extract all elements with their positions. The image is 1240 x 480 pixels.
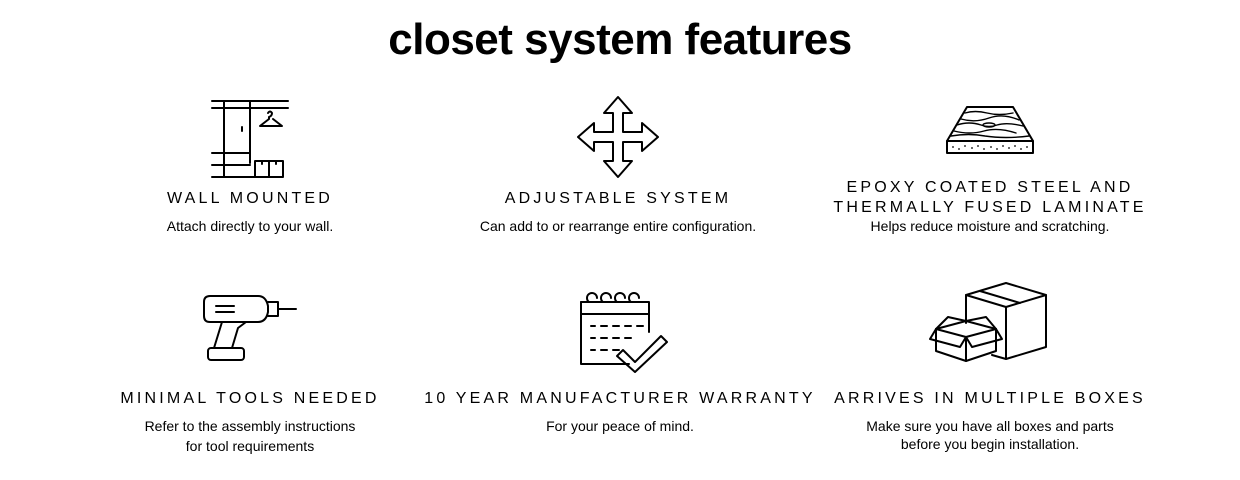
feature-epoxy-coated: EPOXY COATED STEEL AND THERMALLY FUSED L…	[790, 95, 1190, 245]
power-drill-icon	[202, 292, 298, 368]
feature-warranty: 10 YEAR MANUFACTURER WARRANTY For your p…	[420, 290, 820, 440]
feature-wall-mounted: WALL MOUNTED Attach directly to your wal…	[50, 95, 450, 245]
feature-description: For your peace of mind.	[546, 418, 694, 434]
feature-heading: 10 YEAR MANUFACTURER WARRANTY	[424, 390, 816, 407]
feature-heading: ARRIVES IN MULTIPLE BOXES	[834, 390, 1146, 407]
feature-description-line1: Make sure you have all boxes and parts	[866, 418, 1114, 434]
feature-description-line1: Refer to the assembly instructions	[144, 418, 356, 434]
feature-heading: ADJUSTABLE SYSTEM	[504, 190, 732, 207]
feature-adjustable-system: ADJUSTABLE SYSTEM Can add to or rearrang…	[418, 95, 818, 245]
feature-multiple-boxes: ARRIVES IN MULTIPLE BOXES Make sure you …	[790, 275, 1190, 460]
four-way-arrows-icon	[576, 95, 660, 179]
feature-description: Attach directly to your wall.	[166, 218, 334, 234]
feature-heading-line1: EPOXY COATED STEEL AND	[846, 179, 1134, 196]
page-title: closet system features	[388, 15, 852, 64]
boxes-icon	[929, 277, 1050, 367]
feature-description-line2: for tool requirements	[185, 438, 315, 454]
feature-minimal-tools: MINIMAL TOOLS NEEDED Refer to the assemb…	[50, 290, 450, 460]
laminate-board-icon	[945, 105, 1035, 157]
calendar-check-icon	[565, 292, 675, 374]
feature-heading: MINIMAL TOOLS NEEDED	[120, 390, 380, 407]
closet-icon	[210, 99, 290, 179]
feature-description: Helps reduce moisture and scratching.	[870, 218, 1110, 234]
feature-heading-line2: THERMALLY FUSED LAMINATE	[833, 199, 1147, 216]
feature-description: Can add to or rearrange entire configura…	[479, 218, 757, 234]
feature-description-line2: before you begin installation.	[900, 436, 1080, 452]
feature-heading: WALL MOUNTED	[166, 190, 334, 207]
